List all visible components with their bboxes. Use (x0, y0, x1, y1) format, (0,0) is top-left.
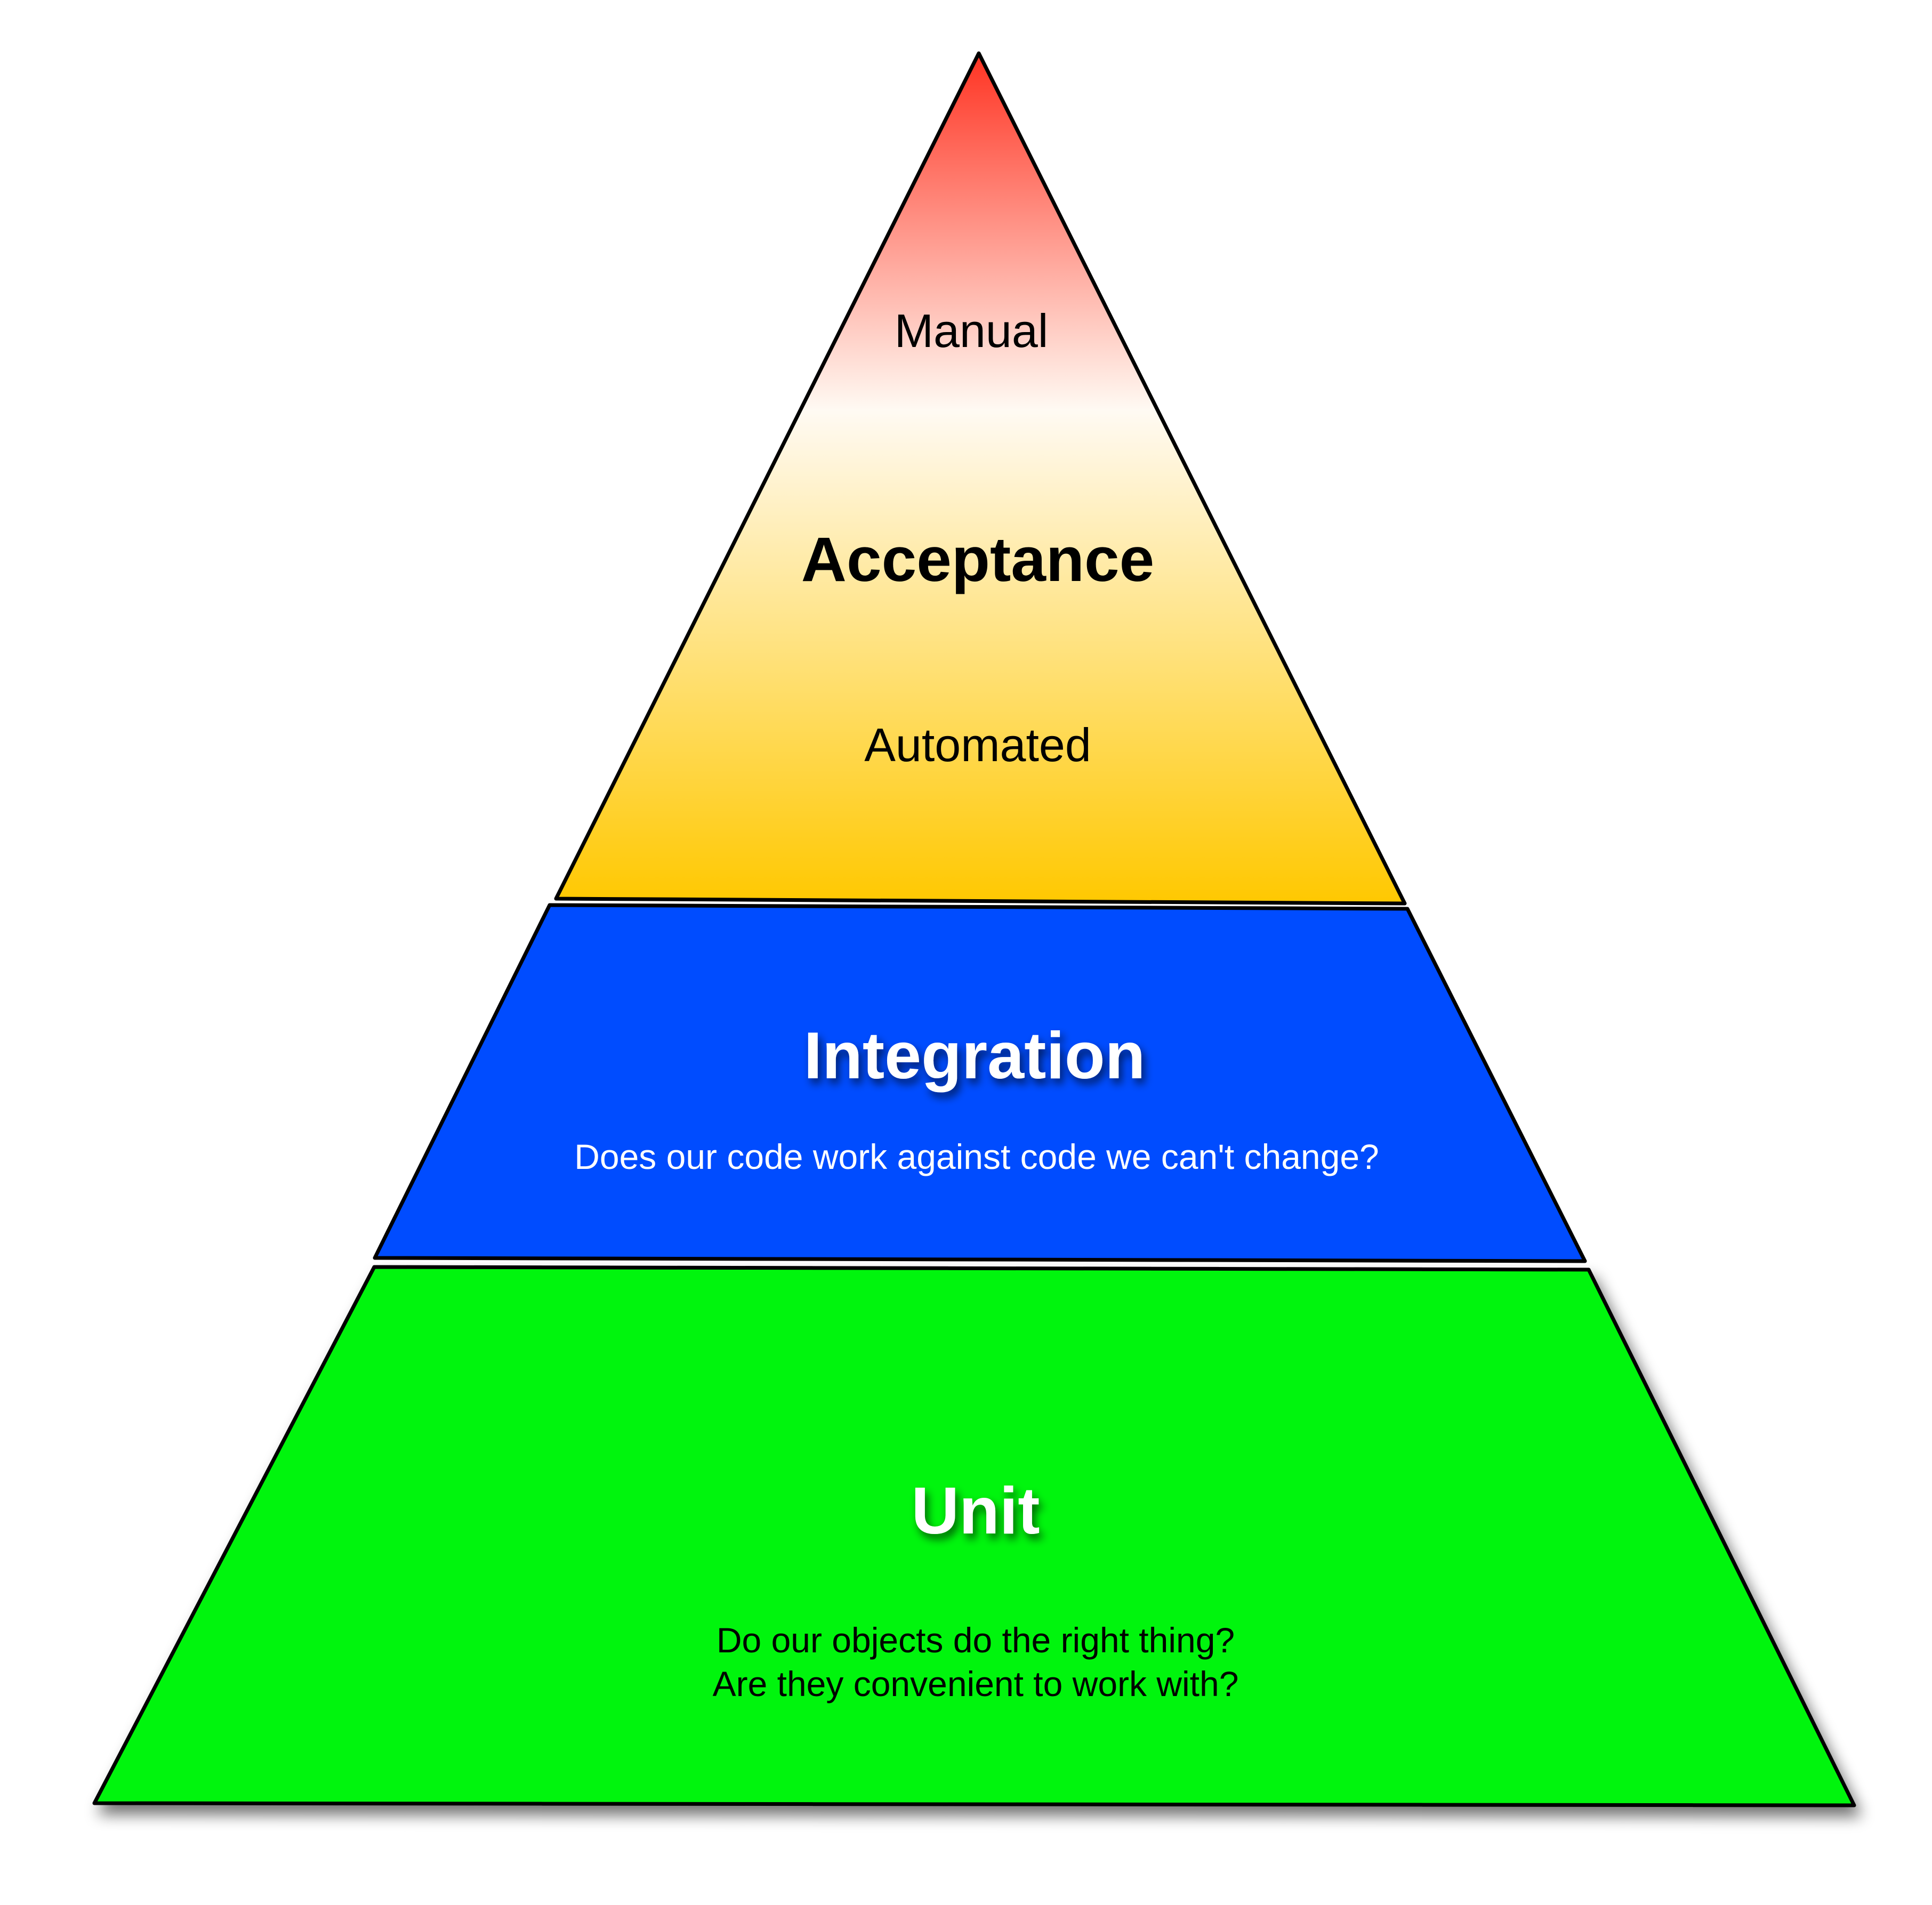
unit-title: Unit (911, 1474, 1040, 1548)
integration-layer (373, 903, 1587, 1263)
acceptance-automated-note: Automated (864, 719, 1091, 771)
acceptance-layer (554, 51, 1407, 906)
acceptance-title: Acceptance (801, 524, 1154, 595)
acceptance-manual-note: Manual (895, 304, 1049, 357)
unit-layer (92, 1265, 1856, 1807)
integration-description: Does our code work against code we can't… (574, 1137, 1379, 1176)
unit-description-line-2: Are they convenient to work with? (713, 1664, 1239, 1704)
unit-description-line-1: Do our objects do the right thing? (717, 1620, 1235, 1660)
integration-title: Integration (804, 1019, 1146, 1093)
